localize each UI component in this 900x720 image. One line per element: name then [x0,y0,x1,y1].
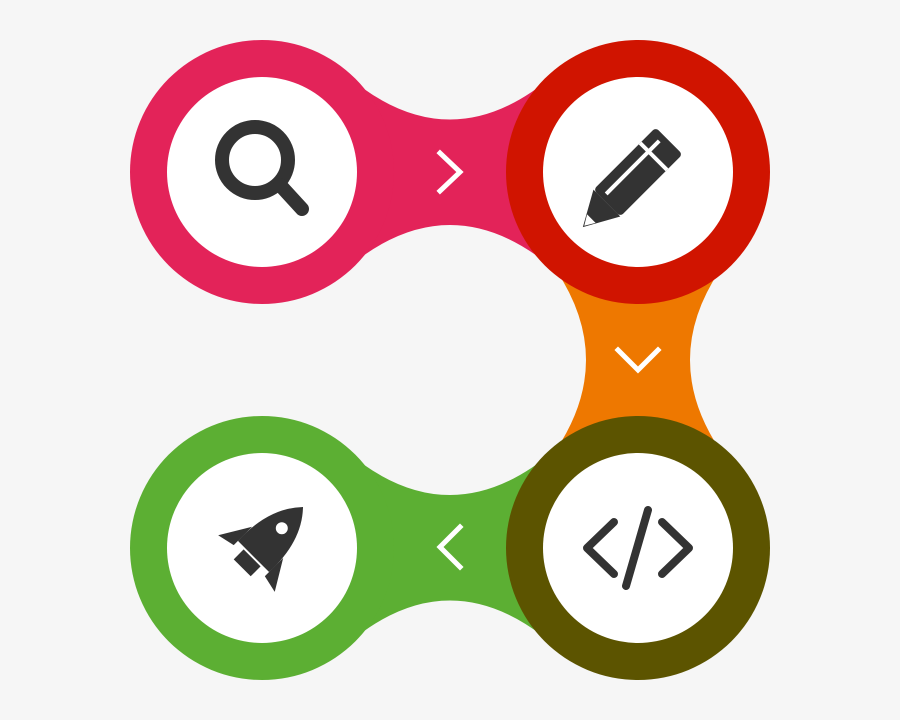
pencil-icon [582,129,681,228]
stage-discover-inner [167,77,357,267]
stage-design [506,40,770,304]
stage-develop [506,416,770,680]
rocket-icon [218,506,304,592]
stage-discover [130,40,394,304]
code-icon [583,506,693,590]
chevron-down-icon [614,346,662,374]
chevron-left-icon [436,523,464,571]
search-icon [215,120,309,216]
chevron-right-icon [436,149,464,195]
stage-launch [130,416,394,680]
